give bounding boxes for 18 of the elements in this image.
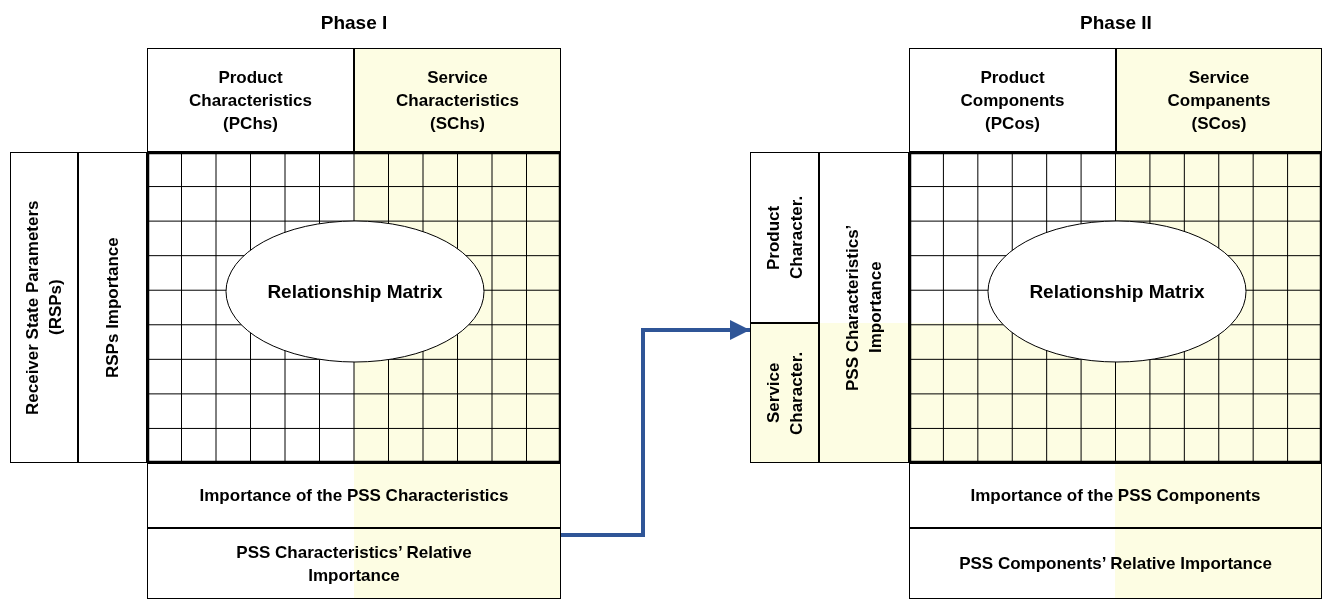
row-header: Receiver State Parameters (RSPs): [10, 152, 78, 463]
row-header: Product Character.: [750, 152, 819, 323]
importance-row: PSS Characteristics’ Relative Importance: [147, 528, 561, 599]
phase-heading: Phase I: [319, 12, 389, 34]
row-header: RSPs Importance: [78, 152, 147, 463]
relationship-ellipse: Relationship Matrix: [225, 220, 485, 363]
column-header: Service Companents (SCos): [1116, 48, 1322, 152]
column-header: Service Characteristics (SChs): [354, 48, 561, 152]
arrow: [561, 320, 750, 537]
relationship-ellipse: Relationship Matrix: [987, 220, 1247, 363]
importance-row: Importance of the PSS Characteristics: [147, 463, 561, 528]
row-header: Service Character.: [750, 323, 819, 463]
importance-column: PSS Characteristics’ Importance: [819, 152, 909, 463]
phase-heading: Phase II: [1079, 12, 1153, 34]
column-header: Product Components (PCos): [909, 48, 1116, 152]
importance-row: PSS Components’ Relative Importance: [909, 528, 1322, 599]
column-header: Product Characteristics (PChs): [147, 48, 354, 152]
importance-row: Importance of the PSS Components: [909, 463, 1322, 528]
